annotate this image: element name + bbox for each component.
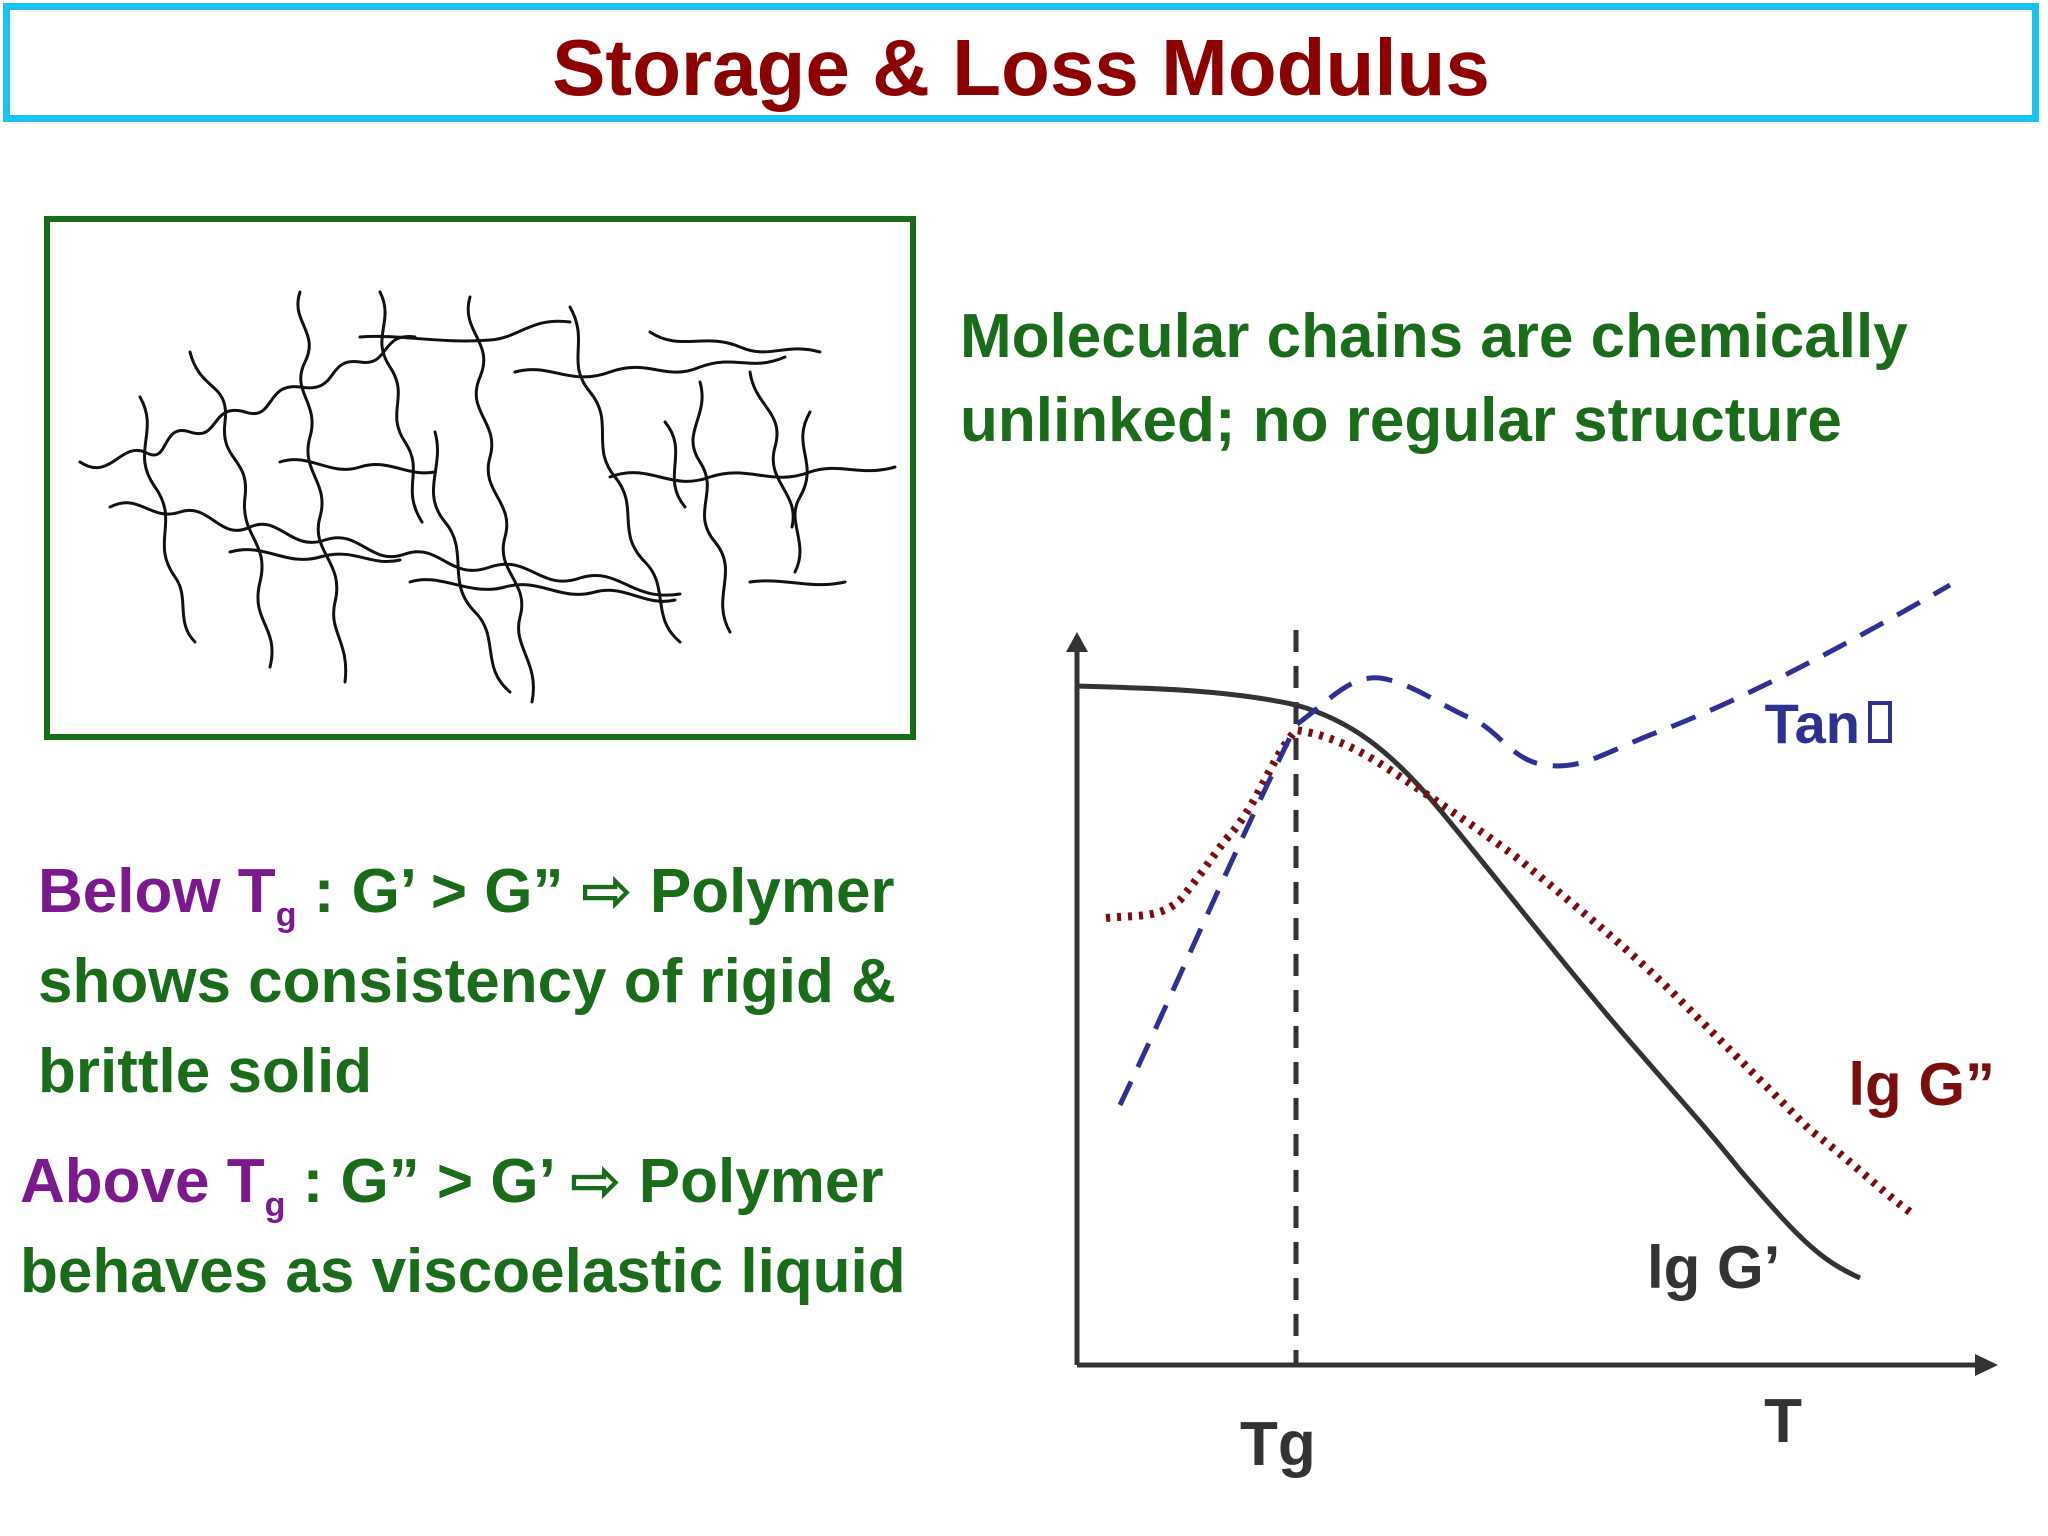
above-tg-relation: : G” > G’ ⇨ Polymer bbox=[285, 1147, 884, 1216]
series-lg-g-double-prime-curve bbox=[1105, 725, 1913, 1216]
x-axis-label: T bbox=[1764, 1387, 1802, 1456]
series-label-tan-delta: Tan bbox=[1765, 692, 1860, 755]
title-banner: Storage & Loss Modulus bbox=[3, 3, 2039, 122]
above-tg-line-1: Above Tg : G” > G’ ⇨ Polymer bbox=[20, 1137, 906, 1227]
below-tg-relation: : G’ > G” ⇨ Polymer bbox=[296, 857, 895, 926]
below-tg-line-2: shows consistency of rigid & bbox=[38, 947, 896, 1016]
series-label-lg-g-double-prime: lg G” bbox=[1848, 1051, 1995, 1118]
series-tan-delta-curve bbox=[1117, 582, 1952, 1107]
above-tg-subscript: g bbox=[264, 1186, 286, 1224]
x-axis-arrowhead bbox=[1975, 1354, 1998, 1376]
y-axis-arrowhead bbox=[1066, 632, 1088, 652]
series-lg-g-prime-curve bbox=[1076, 683, 1862, 1281]
missing-glyph-box bbox=[1868, 701, 1892, 743]
below-tg-note: Below Tg : G’ > G” ⇨ Polymer shows consi… bbox=[38, 847, 896, 1117]
below-tg-lead: Below T bbox=[38, 857, 276, 926]
tg-axis-label: Tg bbox=[1240, 1410, 1316, 1479]
above-tg-lead: Above T bbox=[20, 1147, 265, 1216]
axes bbox=[1066, 632, 1998, 1376]
caption-line-2: unlinked; no regular structure bbox=[960, 386, 1842, 455]
modulus-temperature-chart: Tan lg G” lg G’ T Tg bbox=[1066, 582, 1998, 1479]
diagram-caption: Molecular chains are chemically unlinked… bbox=[960, 295, 2030, 463]
above-tg-line-2: behaves as viscoelastic liquid bbox=[20, 1237, 906, 1306]
above-tg-note: Above Tg : G” > G’ ⇨ Polymer behaves as … bbox=[20, 1137, 906, 1317]
slide-title: Storage & Loss Modulus bbox=[552, 23, 1490, 112]
below-tg-line-3: brittle solid bbox=[38, 1037, 373, 1106]
polymer-chain-diagram bbox=[44, 216, 916, 740]
series-label-lg-g-prime: lg G’ bbox=[1647, 1234, 1780, 1301]
below-tg-subscript: g bbox=[275, 896, 297, 934]
tangled-chains-illustration bbox=[78, 290, 897, 704]
below-tg-line-1: Below Tg : G’ > G” ⇨ Polymer bbox=[38, 847, 896, 937]
caption-line-1: Molecular chains are chemically bbox=[960, 302, 1908, 371]
